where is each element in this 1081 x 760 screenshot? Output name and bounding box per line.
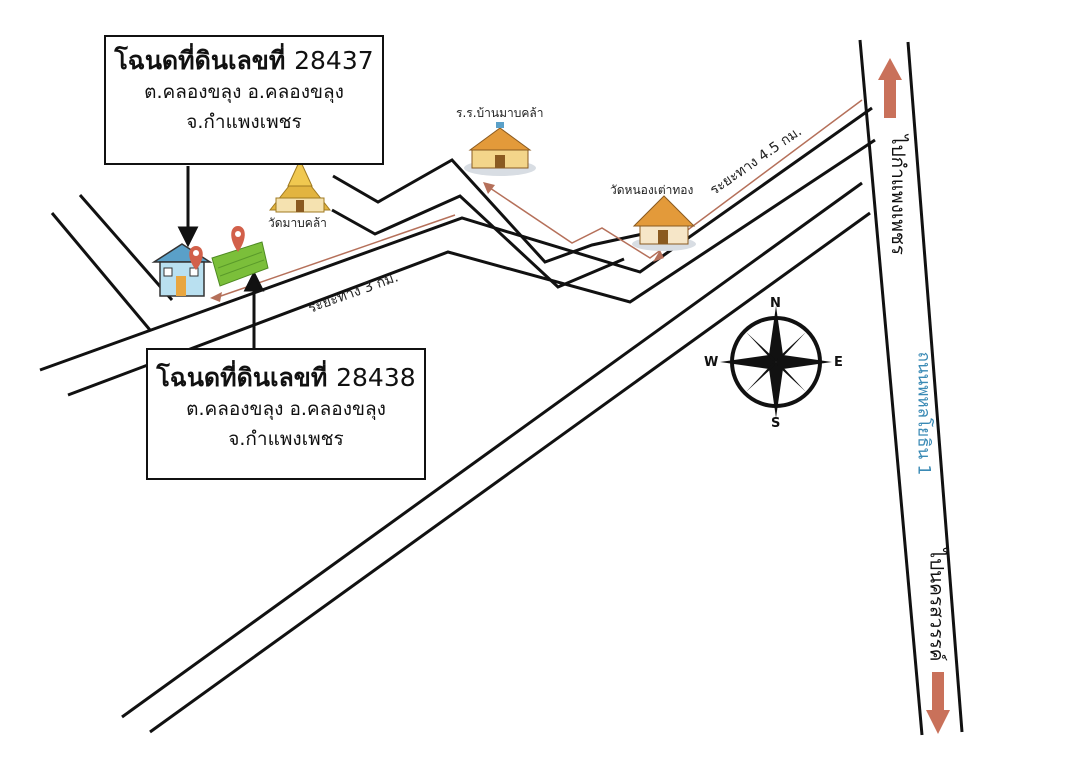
deed-title-prefix: โฉนดที่ดินเลขที่ xyxy=(114,46,286,75)
compass-n: N xyxy=(770,296,781,311)
top-road xyxy=(331,158,653,289)
left-side-road xyxy=(50,194,174,331)
highway-label-to-north: ไปกำแพงเพชร xyxy=(886,135,909,255)
route-arrowheads xyxy=(210,182,664,302)
deed-title: โฉนดที่ดินเลขที่ 28437 xyxy=(106,45,382,77)
compass-s: S xyxy=(771,416,781,431)
field-icon xyxy=(211,241,269,287)
deed-location-line2: จ.กำแพงเพชร xyxy=(228,428,344,450)
main-diagonal-road xyxy=(121,181,871,734)
direction-arrow-icon-south xyxy=(926,672,950,734)
deed-number: 28437 xyxy=(294,46,374,75)
deed-box-28437: โฉนดที่ดินเลขที่ 28437 ต.คลองขลุง อ.คลอง… xyxy=(104,35,384,165)
temple-icon-wat-mabkhla xyxy=(268,158,332,213)
landmark-label-school: ร.ร.บ้านมาบคล้า xyxy=(456,106,544,120)
deed-title: โฉนดที่ดินเลขที่ 28438 xyxy=(148,362,424,394)
compass-rose-icon xyxy=(720,306,832,418)
direction-arrow-icon-north xyxy=(878,58,902,118)
highway-name-label: ถนนพหลโยธิน 1 xyxy=(913,351,934,476)
deed-box-28438: โฉนดที่ดินเลขที่ 28438 ต.คลองขลุง อ.คลอง… xyxy=(146,348,426,480)
landmark-label-wat-mabkhla: วัดมาบคล้า xyxy=(268,216,327,230)
field-pin-icon xyxy=(231,226,245,252)
landmark-label-wat-nongtaothong: วัดหนองเต่าทอง xyxy=(610,183,694,197)
location-pin-icon xyxy=(189,246,203,270)
upper-road xyxy=(39,106,876,397)
school-icon xyxy=(464,122,536,176)
compass-e: E xyxy=(834,355,843,370)
temple-icon-wat-nongtaothong xyxy=(632,195,696,251)
deed-location-line2: จ.กำแพงเพชร xyxy=(186,111,302,133)
deed-number: 28438 xyxy=(336,363,416,392)
deed-location-line1: ต.คลองขลุง อ.คลองขลุง xyxy=(186,398,386,420)
deed-pointer-arrows xyxy=(177,166,265,348)
deed-location-line1: ต.คลองขลุง อ.คลองขลุง xyxy=(144,81,344,103)
highway-road xyxy=(858,39,964,736)
highway-label-to-south: ไปนครสวรรค์ xyxy=(925,548,948,662)
compass-w: W xyxy=(704,355,719,370)
deed-title-prefix: โฉนดที่ดินเลขที่ xyxy=(156,363,328,392)
